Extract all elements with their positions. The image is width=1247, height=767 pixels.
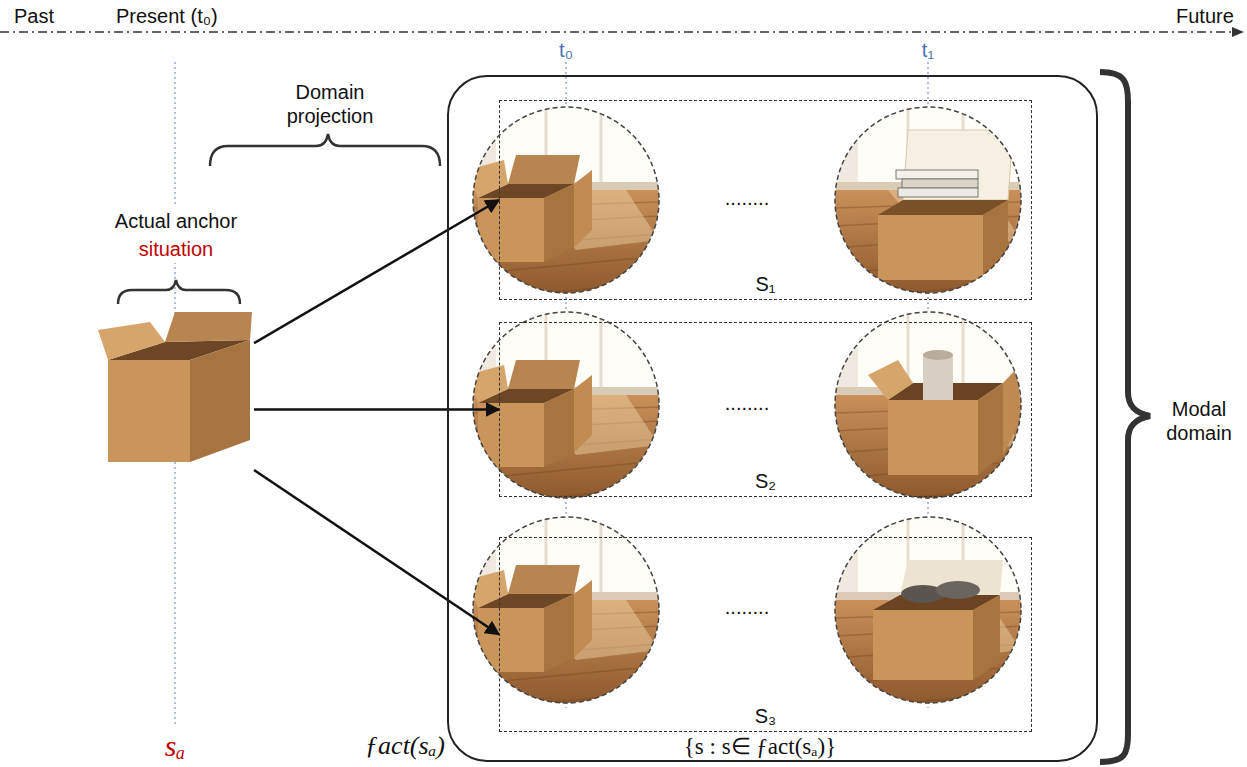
time-marker: t₁	[922, 38, 934, 62]
set-notation: {s : s∈ ƒact(sₐ)}	[684, 733, 837, 761]
timeline-label: Future	[1176, 4, 1234, 28]
scenario-label: S₃	[752, 704, 779, 728]
scenario-label: S₁	[752, 272, 778, 296]
anchor-situation: Actual anchorsituation	[98, 195, 254, 480]
scenario-label: S₂	[752, 469, 779, 493]
anchor-keyword: situation	[135, 235, 218, 263]
time-guides	[175, 62, 928, 726]
projection-arrow	[254, 200, 499, 343]
projection-arrow	[254, 470, 499, 635]
scenario-box: S₃	[499, 537, 1032, 732]
projection-arrow	[254, 408, 499, 411]
projection-label: Domain projection	[265, 80, 395, 128]
timeline-label: Past	[14, 4, 54, 28]
modal-domain-box: Modal domainS₁S₂S₃	[447, 75, 1098, 762]
anchor-symbol: sₐ	[165, 728, 185, 764]
scenario-pictures	[466, 107, 1028, 710]
ellipsis: ........	[725, 391, 769, 415]
function-symbol: ƒact(sₐ)	[365, 730, 445, 761]
ellipsis: ........	[725, 595, 769, 619]
anchor-caption: Actual anchorsituation	[98, 207, 254, 263]
ellipsis: ........	[725, 186, 769, 210]
anchor-title: Actual anchor	[111, 207, 241, 235]
anchor-box-picture	[98, 312, 252, 462]
time-marker: t₀	[559, 38, 573, 62]
domain-label: Modal domain	[1161, 397, 1237, 445]
timeline-label: Present (t₀)	[116, 4, 218, 28]
braces	[118, 72, 1150, 762]
timeline	[0, 27, 1244, 37]
